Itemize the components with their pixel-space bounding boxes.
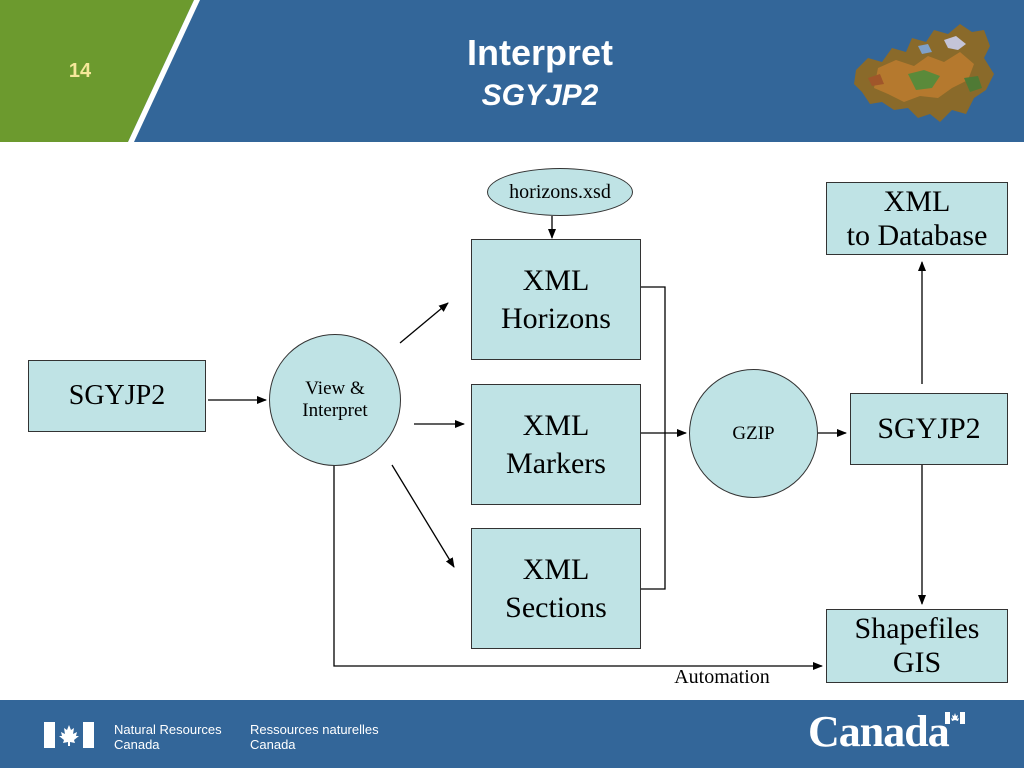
xml-sections-box: XML Sections xyxy=(471,528,641,649)
canada-map-icon xyxy=(854,24,994,122)
department-en-line1: Natural Resources xyxy=(114,722,222,737)
arrow-automation xyxy=(333,465,823,670)
workflow-diagram: SGYJP2 View & Interpret horizons.xsd XML… xyxy=(0,142,1024,700)
xml-markers-line1: XML xyxy=(522,408,590,442)
view-interpret-line2: Interpret xyxy=(302,400,368,421)
output-sgyjp2-box: SGYJP2 xyxy=(850,393,1008,465)
department-en-line2: Canada xyxy=(114,737,160,752)
view-interpret-node: View & Interpret xyxy=(269,334,401,466)
slide-header: 14 Interpret SGYJP2 xyxy=(0,0,1024,142)
department-name-fr: Ressources naturelles Canada xyxy=(250,722,379,752)
xml-sections-line2: Sections xyxy=(505,590,607,624)
slide-title: Interpret xyxy=(466,32,614,73)
diagram-connectors xyxy=(208,216,926,670)
xml-database-box: XML to Database xyxy=(826,182,1008,255)
view-interpret-line1: View & xyxy=(305,378,365,399)
header-green-wedge xyxy=(0,0,200,142)
xml-markers-box: XML Markers xyxy=(471,384,641,505)
canada-wordmark: Canada xyxy=(808,707,950,756)
output-sgyjp2-label: SGYJP2 xyxy=(877,412,981,445)
schema-label: horizons.xsd xyxy=(509,180,611,203)
xml-bracket xyxy=(641,286,666,590)
shapefiles-line2: GIS xyxy=(892,646,942,679)
xml-horizons-line2: Horizons xyxy=(501,301,611,335)
gzip-node: GZIP xyxy=(689,369,818,498)
xml-markers-line2: Markers xyxy=(506,446,606,480)
slide-subtitle: SGYJP2 xyxy=(481,79,599,112)
xml-horizons-line1: XML xyxy=(522,263,590,297)
department-name-en: Natural Resources Canada xyxy=(114,722,222,752)
department-fr-line2: Canada xyxy=(250,737,296,752)
shapefiles-box: Shapefiles GIS xyxy=(826,609,1008,683)
automation-label: Automation xyxy=(674,666,770,688)
slide-number: 14 xyxy=(68,60,92,82)
xml-sections-line1: XML xyxy=(522,552,590,586)
xml-database-line1: XML xyxy=(883,184,951,218)
gzip-label: GZIP xyxy=(732,422,775,444)
input-sgyjp2-box: SGYJP2 xyxy=(28,360,206,432)
department-fr-line1: Ressources naturelles xyxy=(250,722,379,737)
slide-footer: Natural Resources Canada Ressources natu… xyxy=(0,700,1024,768)
arrow-view-to-sections xyxy=(391,464,455,568)
canada-flag-icon xyxy=(44,722,94,748)
xml-horizons-box: XML Horizons xyxy=(471,239,641,360)
xml-database-line2: to Database xyxy=(846,218,988,252)
arrow-view-to-horizons xyxy=(399,302,449,344)
canada-wordmark-flag-icon xyxy=(945,712,965,724)
input-sgyjp2-label: SGYJP2 xyxy=(68,380,166,411)
schema-node: horizons.xsd xyxy=(487,168,633,216)
shapefiles-line1: Shapefiles xyxy=(854,612,980,645)
